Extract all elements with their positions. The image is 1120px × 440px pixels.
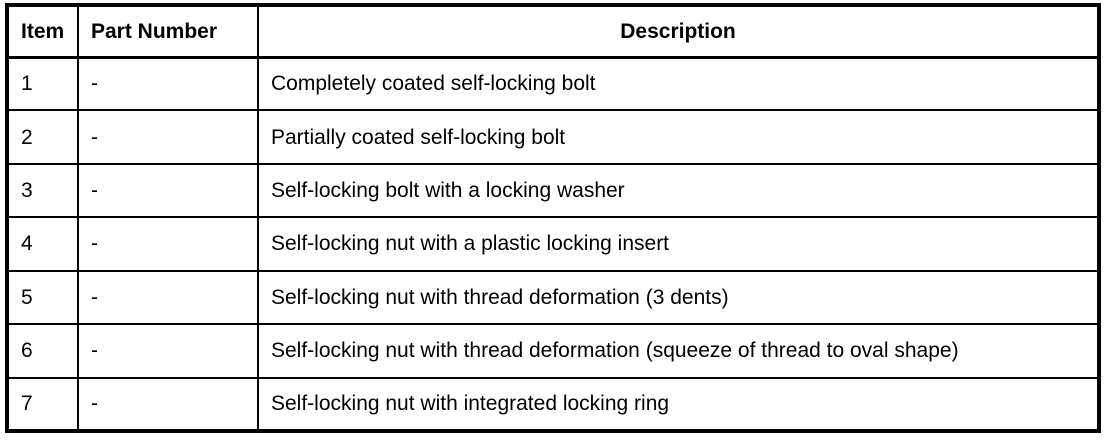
cell-description: Completely coated self-locking bolt	[257, 55, 1100, 112]
cell-description: Self-locking nut with a plastic locking …	[257, 216, 1100, 272]
cell-item: 1	[6, 55, 79, 112]
cell-description: Self-locking nut with integrated locking…	[257, 376, 1100, 433]
cell-description: Partially coated self-locking bolt	[257, 109, 1100, 165]
table-row: 4 - Self-locking nut with a plastic lock…	[6, 216, 1100, 272]
column-header-part-number: Part Number	[77, 4, 259, 59]
cell-description: Self-locking nut with thread deformation…	[257, 269, 1100, 326]
cell-part-number: -	[77, 323, 259, 379]
table-row: 3 - Self-locking bolt with a locking was…	[6, 162, 1100, 219]
cell-part-number: -	[77, 216, 259, 272]
table-row: 2 - Partially coated self-locking bolt	[6, 109, 1100, 165]
parts-table: Item Part Number Description 1 - Complet…	[5, 3, 1101, 433]
table-row: 7 - Self-locking nut with integrated loc…	[6, 376, 1100, 433]
table-header: Item Part Number Description	[6, 4, 1100, 59]
cell-part-number: -	[77, 55, 259, 112]
cell-part-number: -	[77, 269, 259, 326]
table-row: 6 - Self-locking nut with thread deforma…	[6, 323, 1100, 379]
header-row: Item Part Number Description	[6, 4, 1100, 59]
cell-item: 2	[6, 109, 79, 165]
cell-part-number: -	[77, 109, 259, 165]
column-header-item: Item	[6, 4, 79, 59]
cell-item: 5	[6, 269, 79, 326]
cell-item: 6	[6, 323, 79, 379]
cell-description: Self-locking bolt with a locking washer	[257, 162, 1100, 219]
table-row: 1 - Completely coated self-locking bolt	[6, 55, 1100, 112]
cell-description: Self-locking nut with thread deformation…	[257, 323, 1100, 379]
cell-part-number: -	[77, 162, 259, 219]
cell-item: 7	[6, 376, 79, 433]
cell-part-number: -	[77, 376, 259, 433]
table-row: 5 - Self-locking nut with thread deforma…	[6, 269, 1100, 326]
table-body: 1 - Completely coated self-locking bolt …	[6, 55, 1100, 433]
cell-item: 3	[6, 162, 79, 219]
column-header-description: Description	[257, 4, 1100, 59]
cell-item: 4	[6, 216, 79, 272]
